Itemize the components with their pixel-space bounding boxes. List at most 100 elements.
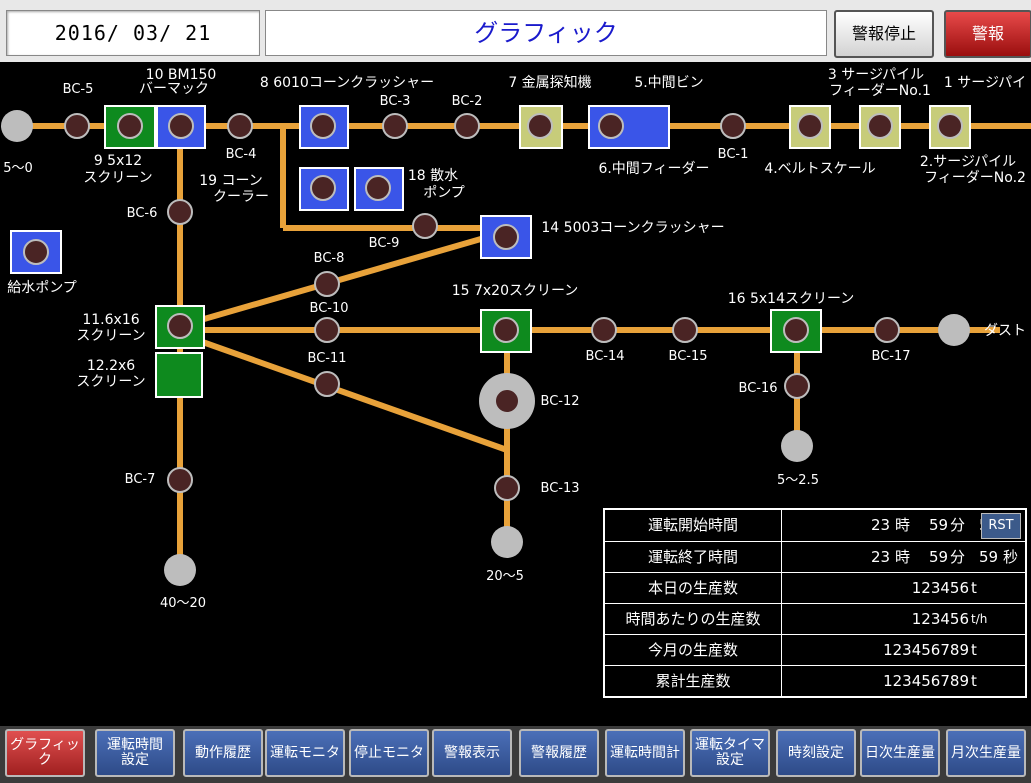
lamp-cone-cooler (310, 175, 336, 201)
nav-graphic[interactable]: グラフィック (5, 729, 85, 777)
label-cone-cooler-2: クーラー (213, 189, 269, 205)
label-6010: 8 6010コーンクラッシャー (260, 75, 434, 91)
lamp-5003 (493, 224, 519, 250)
lamp-6010 (310, 113, 336, 139)
lamp-bc8 (314, 271, 340, 297)
lamp-bc16 (784, 373, 810, 399)
label-bc2: BC-2 (452, 94, 483, 109)
lamp-bm150 (168, 113, 194, 139)
row-label: 運転開始時間 (605, 510, 782, 541)
label-bm150-1: 10 BM150 (146, 67, 217, 83)
label-bc10: BC-10 (310, 301, 349, 316)
value-part: 59 (929, 548, 949, 566)
nav-stop-monitor[interactable]: 停止モニタ (349, 729, 429, 777)
value-part: t (971, 641, 977, 659)
label-belt-scale: 4.ベルトスケール (764, 161, 875, 177)
row-label: 累計生産数 (605, 666, 782, 696)
lamp-bc13 (494, 475, 520, 501)
terminal-5-2-5 (781, 430, 813, 462)
label-5x14-screen: 16 5x14スクリーン (728, 291, 855, 307)
value-part: t (971, 672, 977, 690)
value-part: 23 (871, 548, 891, 566)
status-lamps (23, 113, 963, 501)
nav-operation-history[interactable]: 動作履歴 (183, 729, 263, 777)
table-row: 運転開始時間23時59分59秒 (605, 510, 1025, 541)
label-bc13: BC-13 (541, 481, 580, 496)
row-label: 時間あたりの生産数 (605, 604, 782, 634)
label-5x12-screen-2: スクリーン (83, 170, 152, 186)
label-12-2x6-1: 12.2x6 (87, 358, 135, 374)
label-surge-feeder3-1: 3 サージパイル (828, 67, 924, 83)
label-bc3: BC-3 (380, 94, 411, 109)
nav-monthly-production[interactable]: 月次生産量 (946, 729, 1026, 777)
lamp-5x12 (117, 113, 143, 139)
row-label: 運転終了時間 (605, 542, 782, 572)
lamp-bc4 (227, 113, 253, 139)
label-dust: ダスト (984, 323, 1026, 339)
lamp-bc10 (314, 317, 340, 343)
nav-runtime-setting[interactable]: 運転時間 設定 (95, 729, 175, 777)
terminal-dust (938, 314, 970, 346)
lamp-bc7 (167, 467, 193, 493)
label-bc9: BC-9 (369, 236, 400, 251)
nav-daily-production[interactable]: 日次生産量 (860, 729, 940, 777)
lamp-bc17 (874, 317, 900, 343)
value-part: 123456 (911, 610, 969, 628)
nav-alarm-history[interactable]: 警報履歴 (519, 729, 599, 777)
lamp-7x20 (493, 317, 519, 343)
row-label: 本日の生産数 (605, 573, 782, 603)
label-40-20: 40～20 (160, 596, 206, 611)
label-surge-feeder2-1: 2.サージパイル (920, 154, 1016, 170)
nav-run-monitor[interactable]: 運転モニタ (265, 729, 345, 777)
nav-alarm-display[interactable]: 警報表示 (432, 729, 512, 777)
label-5-0: 5～0 (3, 161, 33, 176)
label-bm150-2: バーマック (139, 81, 209, 97)
lamp-surge-feeder-2 (937, 113, 963, 139)
lamp-belt-scale (797, 113, 823, 139)
clock-display: 2016/ 03/ 21 21:21:21 (6, 10, 260, 89)
lamp-bc14 (591, 317, 617, 343)
terminal-40-20 (164, 554, 196, 586)
alarm-button[interactable]: 警報 (944, 10, 1031, 58)
cone-cooler[interactable] (299, 167, 349, 211)
lamp-bc15 (672, 317, 698, 343)
label-bc4: BC-4 (226, 147, 257, 162)
label-5x12-screen-1: 9 5x12 (94, 153, 142, 169)
bottom-navigation: グラフィック運転時間 設定動作履歴運転モニタ停止モニタ警報表示警報履歴運転時間計… (0, 726, 1031, 783)
label-12-2x6-2: スクリーン (76, 374, 145, 390)
5x14-screen[interactable] (770, 309, 822, 353)
value-part: 秒 (1003, 548, 1019, 566)
header-bar: 2016/ 03/ 21 21:21:21 グラフィック 警報停止 警報 (0, 0, 1031, 89)
label-5003: 14 5003コーンクラッシャー (541, 220, 724, 236)
label-spray-pump-1: 18 散水 (408, 168, 458, 184)
nav-runtime-meter[interactable]: 運転時間計 (605, 729, 685, 777)
label-bc7: BC-7 (125, 472, 156, 487)
12-2x6-screen[interactable] (155, 352, 203, 398)
label-bc6: BC-6 (127, 206, 158, 221)
lamp-spray-pump (365, 175, 391, 201)
label-11-6x16-2: スクリーン (76, 328, 145, 344)
stop-alarm-button[interactable]: 警報停止 (834, 10, 934, 58)
label-7x20-screen: 15 7x20スクリーン (452, 283, 579, 299)
label-20-5: 20～5 (486, 569, 524, 584)
label-water-pump: 給水ポンプ (7, 280, 77, 296)
lamp-mid-feeder (598, 113, 624, 139)
value-part: 23 (871, 516, 891, 534)
page-title: グラフィック (265, 10, 827, 56)
lamp-bc12 (494, 388, 520, 414)
label-bc12: BC-12 (541, 394, 580, 409)
nav-run-timer-setting[interactable]: 運転タイマ 設定 (690, 729, 770, 777)
lamp-metal-detector (527, 113, 553, 139)
nav-clock-setting[interactable]: 時刻設定 (776, 729, 856, 777)
reset-total-button[interactable]: RST (981, 513, 1021, 539)
label-metal-detector: 7 金属探知機 (508, 74, 591, 91)
